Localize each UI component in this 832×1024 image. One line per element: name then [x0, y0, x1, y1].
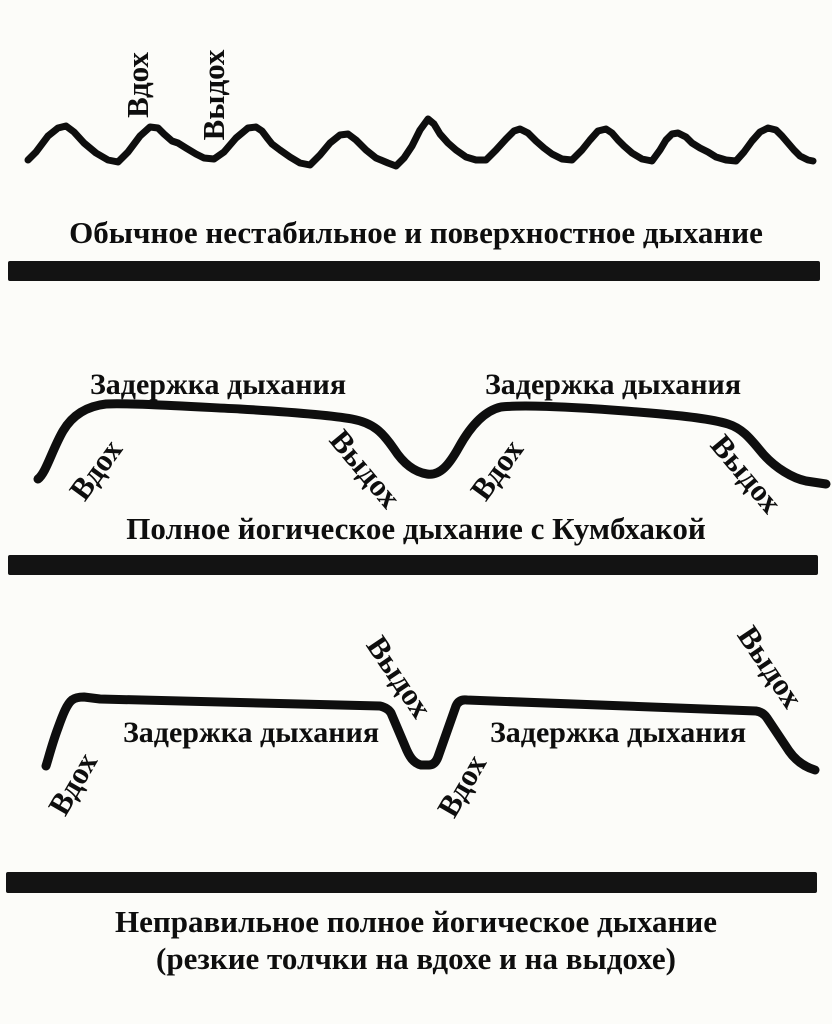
separator-bar — [8, 261, 820, 281]
breath-hold-label: Задержка дыхания — [89, 368, 347, 401]
breath-hold-label: Задержка дыхания — [489, 716, 747, 749]
breath-hold-label: Задержка дыхания — [484, 368, 742, 401]
incorrect-breath-curve — [41, 692, 820, 775]
exhale-label: Выдох — [196, 49, 231, 141]
panel-caption: Обычное нестабильное и поверхностное дых… — [69, 215, 763, 250]
separator-bar — [8, 555, 818, 575]
panel-caption: Полное йогическое дыхание с Кумбхакой — [126, 511, 706, 546]
separator-bar — [6, 872, 817, 893]
irregular-breath-wave-curve — [24, 115, 817, 170]
panel-caption-line2: (резкие толчки на вдохе и на выдохе) — [156, 941, 676, 976]
panel-caption-line1: Неправильное полное йогическое дыхание — [114, 904, 718, 939]
kumbhaka-breath-curve — [33, 399, 831, 489]
breath-hold-label: Задержка дыхания — [122, 716, 380, 749]
inhale-label: Вдох — [120, 52, 155, 118]
